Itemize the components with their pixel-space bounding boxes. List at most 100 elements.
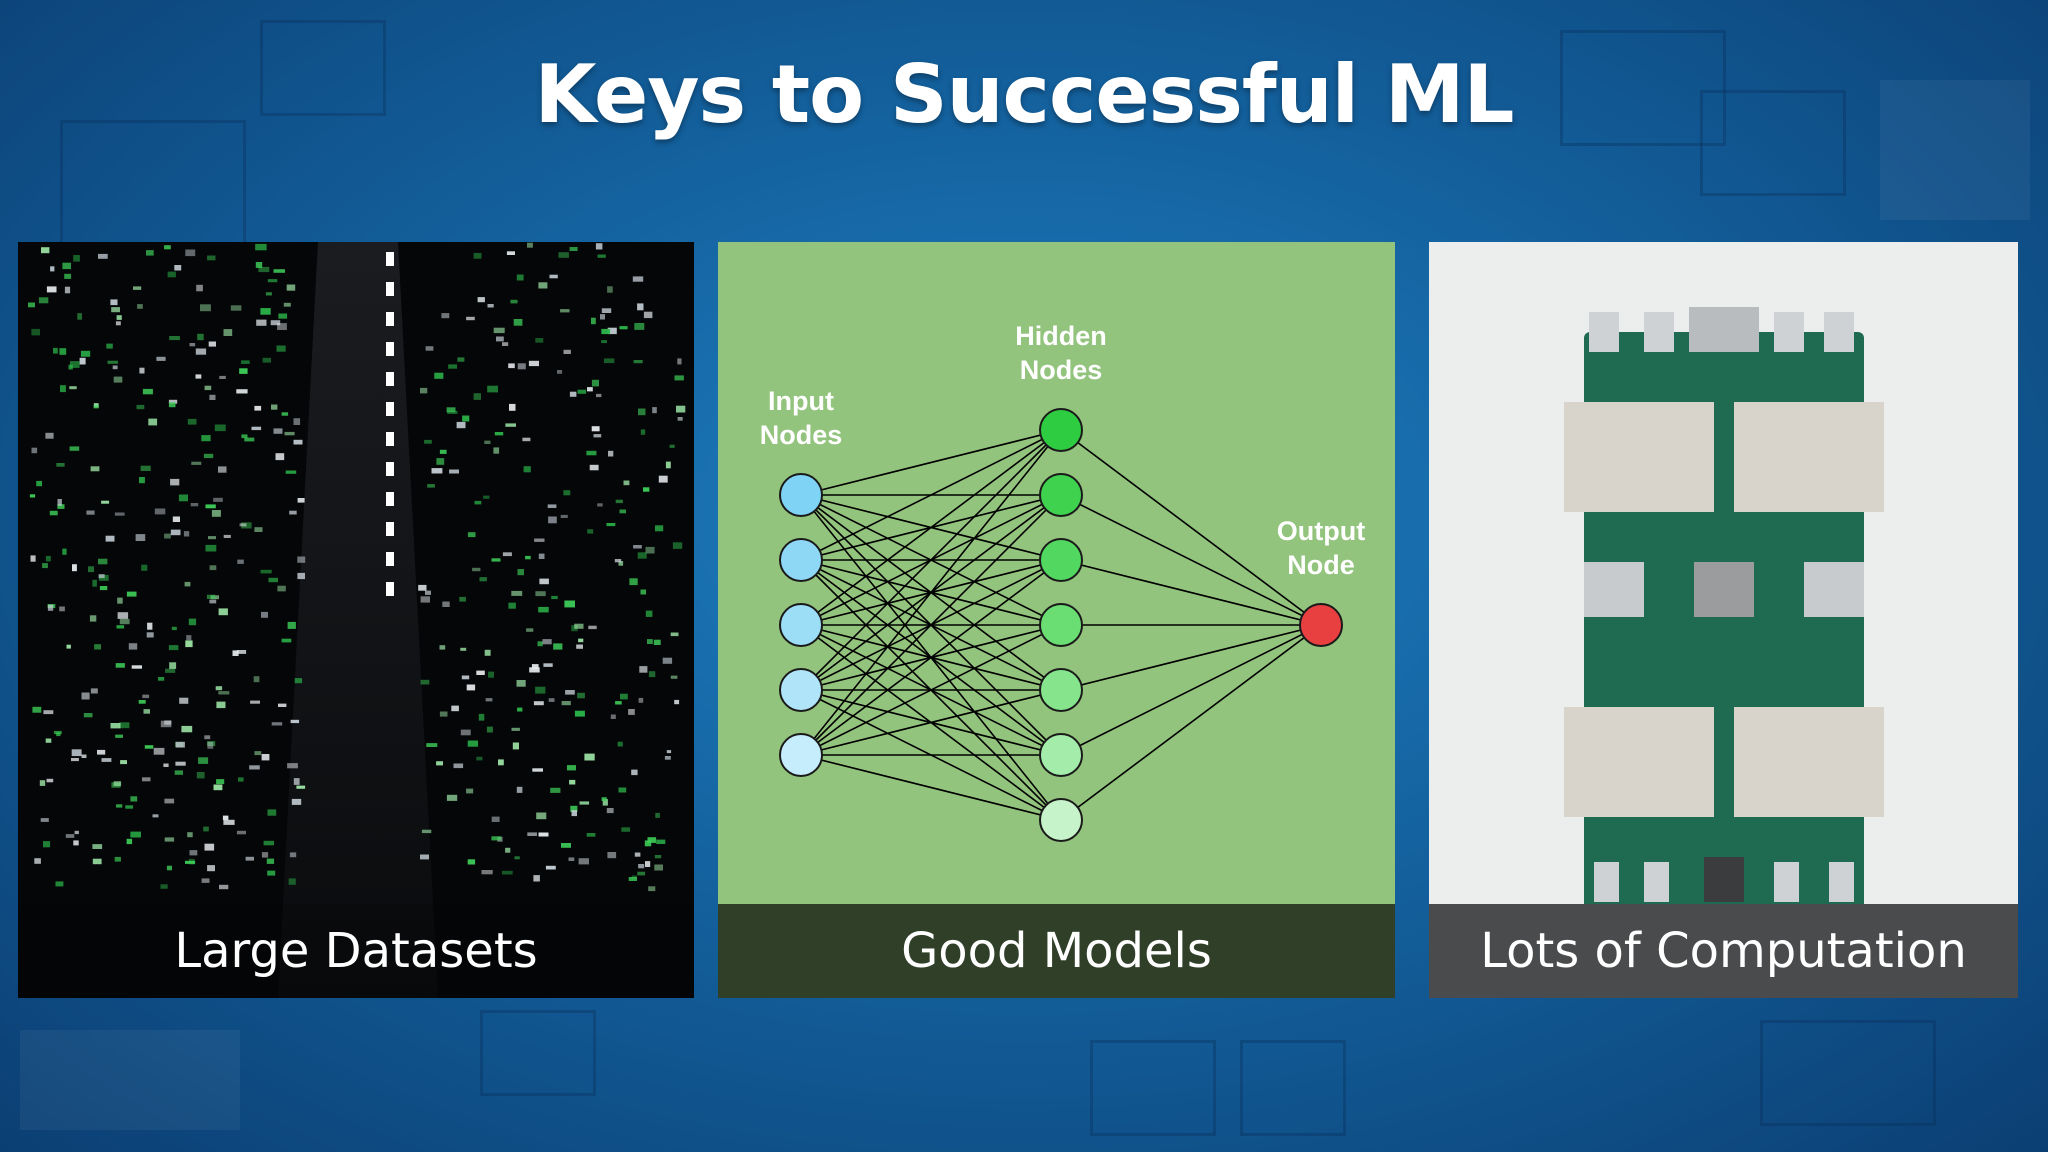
network-edge [800, 689, 1062, 756]
server-light [105, 535, 115, 542]
server-light [130, 831, 141, 838]
server-light [439, 449, 447, 454]
server-light [265, 292, 272, 296]
server-light [289, 852, 297, 858]
server-light [638, 697, 644, 703]
server-light [479, 577, 487, 582]
server-light [276, 345, 286, 352]
server-light [267, 870, 276, 876]
server-light [638, 408, 646, 416]
server-light [250, 700, 260, 704]
good-models-panel: Input Nodes Hidden Nodes Output Node Goo… [718, 242, 1395, 998]
server-light [119, 618, 130, 625]
server-light [115, 321, 121, 326]
ceiling-light [386, 522, 394, 536]
server-light [170, 529, 181, 536]
server-light [478, 713, 485, 721]
server-light [431, 468, 443, 474]
server-light [203, 453, 214, 459]
server-light [645, 546, 655, 554]
server-light [551, 595, 558, 600]
server-light [114, 856, 121, 862]
server-light [669, 444, 675, 448]
server-light [125, 805, 134, 809]
server-light [586, 450, 597, 456]
server-light [38, 297, 49, 304]
server-light [474, 500, 482, 505]
server-light [449, 469, 459, 474]
server-light [249, 765, 260, 770]
server-light [439, 645, 446, 650]
server-light [574, 623, 584, 629]
server-light [512, 742, 519, 750]
server-light [674, 375, 684, 381]
server-light [153, 747, 165, 755]
server-light [647, 837, 657, 843]
server-light [50, 266, 55, 272]
server-light [634, 852, 641, 857]
output-label-line1: Output [1277, 516, 1365, 546]
server-light [462, 415, 470, 422]
server-light [119, 722, 130, 729]
server-light [184, 581, 191, 587]
server-light [425, 590, 431, 595]
server-light [588, 625, 597, 630]
server-light [293, 439, 303, 445]
server-light [560, 514, 568, 518]
server-light [533, 701, 544, 706]
server-light [677, 417, 683, 421]
server-light [185, 249, 196, 257]
server-light [466, 684, 476, 691]
server-light [74, 830, 79, 835]
server-light [506, 251, 515, 255]
server-light [577, 692, 585, 699]
server-light [672, 542, 683, 549]
server-light [266, 858, 275, 864]
server-light [639, 666, 648, 673]
server-light [294, 678, 303, 684]
server-light [620, 693, 628, 700]
server-light [56, 732, 61, 737]
server-light [99, 586, 108, 591]
server-light [43, 841, 51, 848]
server-light [550, 787, 561, 793]
server-light [128, 643, 138, 650]
server-light [527, 242, 533, 248]
server-light [528, 360, 539, 367]
server-light [81, 754, 87, 758]
server-light [251, 426, 262, 431]
server-light [502, 870, 513, 875]
server-light [93, 404, 99, 409]
server-light [178, 494, 188, 502]
server-light [73, 255, 80, 262]
server-light [502, 342, 509, 346]
hidden-node [1039, 538, 1083, 582]
server-light [57, 504, 65, 509]
server-light [436, 458, 445, 465]
server-light [284, 431, 295, 436]
server-light [45, 555, 51, 562]
server-light [571, 810, 577, 817]
server-light [448, 364, 457, 369]
server-light [174, 265, 182, 271]
server-light [275, 453, 285, 461]
server-light [169, 336, 180, 341]
server-light [484, 649, 491, 656]
server-light [65, 834, 75, 838]
server-light [205, 504, 216, 509]
server-light [610, 714, 616, 719]
server-light [640, 429, 646, 435]
server-light [207, 255, 216, 261]
server-light [86, 510, 95, 515]
server-light [191, 461, 202, 465]
server-light [285, 470, 297, 474]
server-light [260, 308, 271, 315]
hidden-node [1039, 668, 1083, 712]
server-light [591, 317, 596, 325]
server-light [491, 816, 500, 822]
server-light [648, 886, 656, 892]
server-light [281, 638, 292, 643]
ceiling-light [386, 402, 394, 416]
server-light [185, 860, 196, 864]
server-light [563, 349, 571, 354]
